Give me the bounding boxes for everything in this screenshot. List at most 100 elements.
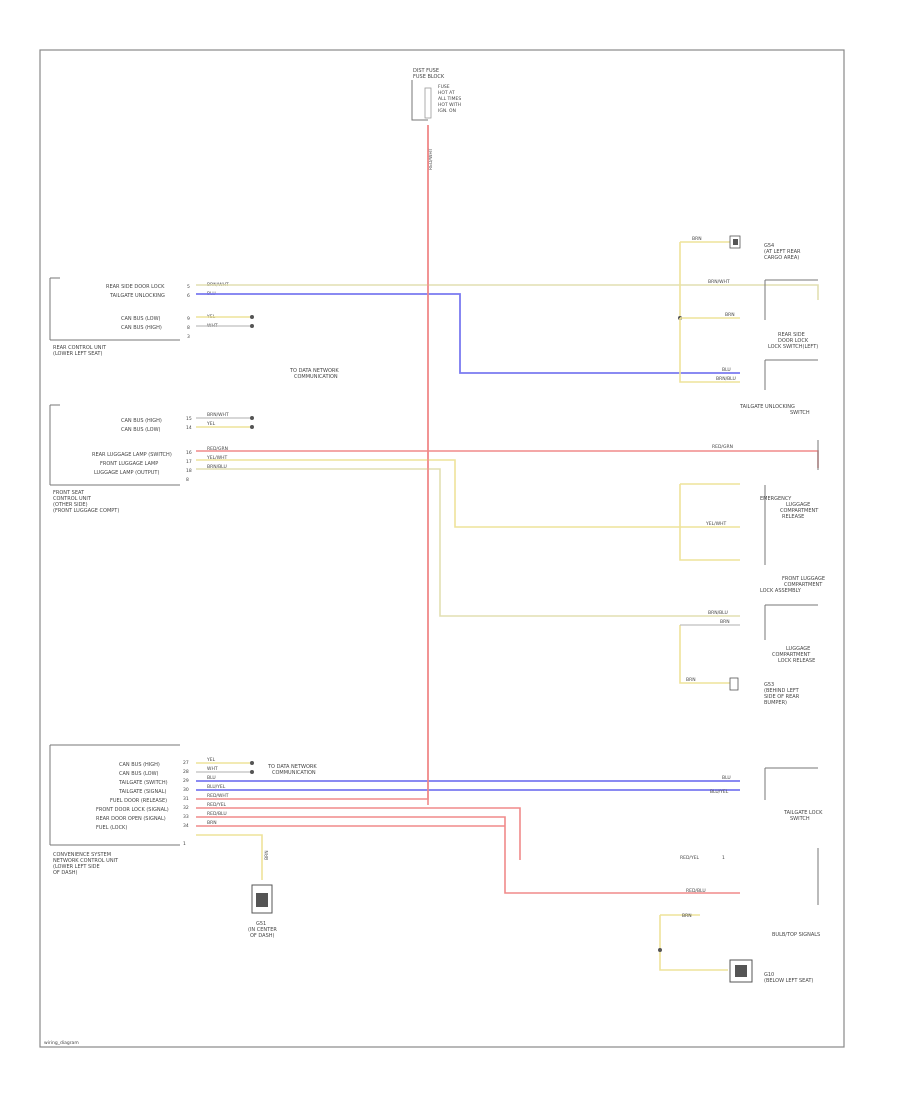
- svg-text:BRN/BLU: BRN/BLU: [708, 610, 728, 616]
- module2-outline: [49, 404, 180, 486]
- svg-text:BLU: BLU: [722, 367, 731, 373]
- svg-text:FRONT DOOR LOCK (SIGNAL): FRONT DOOR LOCK (SIGNAL): [96, 807, 169, 813]
- svg-text:(BELOW LEFT SEAT): (BELOW LEFT SEAT): [764, 978, 813, 984]
- svg-text:BRN/WHT: BRN/WHT: [708, 279, 730, 285]
- svg-text:LUGGAGE: LUGGAGE: [786, 646, 810, 652]
- svg-text:15: 15: [186, 416, 192, 422]
- svg-text:BLU: BLU: [722, 775, 731, 781]
- svg-text:COMPARTMENT: COMPARTMENT: [780, 508, 819, 514]
- svg-text:CAN BUS (LOW): CAN BUS (LOW): [119, 771, 159, 777]
- wire-fuel-door-release: [196, 125, 429, 800]
- svg-text:FUSE: FUSE: [438, 84, 450, 90]
- svg-text:DOOR LOCK: DOOR LOCK: [778, 338, 809, 344]
- tailgate-unlocking-switch: BLU BRN/BLU TAILGATE UNLOCKING SWITCH: [716, 359, 818, 416]
- footer-code: wiring_diagram: [44, 1040, 79, 1046]
- svg-text:(LOWER LEFT SEAT): (LOWER LEFT SEAT): [53, 351, 102, 357]
- luggage-compartment-lock-release: BRN/BLU BRN LUGGAGE COMPARTMENT LOCK REL…: [708, 604, 818, 664]
- svg-text:FUEL DOOR (RELEASE): FUEL DOOR (RELEASE): [110, 798, 167, 804]
- fuse-symbol: [424, 87, 432, 119]
- svg-text:FRONT SEAT: FRONT SEAT: [53, 490, 85, 496]
- svg-text:NETWORK CONTROL UNIT: NETWORK CONTROL UNIT: [53, 858, 119, 864]
- svg-text:LOCK ASSEMBLY: LOCK ASSEMBLY: [760, 588, 802, 594]
- svg-text:33: 33: [183, 814, 189, 820]
- svg-text:LOCK SWITCH(LEFT): LOCK SWITCH(LEFT): [768, 344, 818, 350]
- svg-text:(FRONT LUGGAGE COMPT): (FRONT LUGGAGE COMPT): [53, 508, 119, 514]
- svg-text:LUGGAGE: LUGGAGE: [786, 502, 810, 508]
- svg-text:BRN: BRN: [725, 312, 735, 318]
- svg-text:REAR DOOR OPEN (SIGNAL): REAR DOOR OPEN (SIGNAL): [96, 816, 166, 822]
- wire-g10: [659, 914, 728, 971]
- svg-text:HOT AT: HOT AT: [438, 90, 455, 96]
- tailgate-lock-switch: BLU BLU/YEL TAILGATE LOCK SWITCH: [710, 767, 823, 822]
- note-can3-l1: TO DATA NETWORK: [267, 764, 317, 770]
- diagram-frame: [39, 49, 845, 1048]
- svg-text:CAN BUS (HIGH): CAN BUS (HIGH): [121, 325, 162, 331]
- svg-text:(IN CENTER: (IN CENTER: [248, 927, 277, 933]
- wire-rear-door-lock: [196, 284, 819, 300]
- fuse-wire-label: RED/WHT: [428, 148, 434, 170]
- svg-text:OF DASH): OF DASH): [250, 933, 275, 939]
- module-convenience-network-control-unit: CONVENIENCE SYSTEM NETWORK CONTROL UNIT …: [49, 744, 229, 876]
- wire-luggage-lamp-output: [196, 468, 740, 617]
- svg-text:YEL/WHT: YEL/WHT: [705, 521, 726, 527]
- svg-text:28: 28: [183, 769, 189, 775]
- wire-rear-door-open-signal: [196, 816, 740, 894]
- svg-text:HOT WITH: HOT WITH: [438, 102, 461, 108]
- svg-text:EMERGENCY: EMERGENCY: [760, 496, 792, 502]
- svg-text:OF DASH): OF DASH): [53, 870, 78, 876]
- svg-text:BRN/WHT: BRN/WHT: [207, 412, 229, 418]
- svg-text:LUGGAGE LAMP (OUTPUT): LUGGAGE LAMP (OUTPUT): [94, 470, 159, 476]
- svg-text:6: 6: [187, 293, 190, 299]
- svg-text:18: 18: [186, 468, 192, 474]
- svg-text:(AT LEFT REAR: (AT LEFT REAR: [764, 249, 801, 255]
- svg-text:TAILGATE (SIGNAL): TAILGATE (SIGNAL): [118, 789, 166, 795]
- svg-text:BRN: BRN: [207, 820, 217, 826]
- note-can3-l2: COMMUNICATION: [272, 770, 316, 776]
- module1-outline: [49, 277, 180, 341]
- svg-text:16: 16: [186, 450, 192, 456]
- svg-text:SWITCH: SWITCH: [790, 816, 810, 822]
- svg-text:BLU: BLU: [207, 775, 216, 781]
- svg-text:SIDE OF REAR: SIDE OF REAR: [764, 694, 800, 700]
- svg-text:FRONT LUGGAGE: FRONT LUGGAGE: [782, 576, 825, 582]
- svg-text:CAN BUS (HIGH): CAN BUS (HIGH): [121, 418, 162, 424]
- svg-text:CAN BUS (HIGH): CAN BUS (HIGH): [119, 762, 160, 768]
- wire-front-door-lock-signal: [196, 807, 521, 860]
- svg-text:BLU/YEL: BLU/YEL: [710, 789, 729, 795]
- wire-front-luggage-lamp: [196, 459, 740, 528]
- svg-text:ALL TIMES: ALL TIMES: [438, 96, 461, 102]
- svg-text:RED/GRN: RED/GRN: [712, 444, 733, 450]
- wire-g54: [679, 241, 730, 318]
- svg-text:LOCK RELEASE: LOCK RELEASE: [778, 658, 815, 664]
- ground-g54: G54 (AT LEFT REAR CARGO AREA) BRN: [692, 235, 801, 261]
- svg-text:BRN/BLU: BRN/BLU: [716, 376, 736, 382]
- svg-text:G54: G54: [764, 243, 774, 249]
- svg-text:29: 29: [183, 778, 189, 784]
- svg-text:17: 17: [186, 459, 192, 465]
- svg-text:(OTHER SIDE): (OTHER SIDE): [53, 502, 88, 508]
- svg-text:BRN: BRN: [264, 850, 270, 860]
- svg-text:8: 8: [186, 477, 189, 483]
- svg-text:REAR CONTROL UNIT: REAR CONTROL UNIT: [53, 345, 107, 351]
- svg-text:WHT: WHT: [207, 766, 218, 772]
- svg-text:BLU/YEL: BLU/YEL: [207, 784, 226, 790]
- note-can1-l1: TO DATA NETWORK: [289, 368, 339, 374]
- rear-side-door-lock-switch: BRN/WHT BRN REAR SIDE DOOR LOCK LOCK SWI…: [708, 279, 818, 350]
- svg-text:TAILGATE UNLOCKING: TAILGATE UNLOCKING: [739, 404, 795, 410]
- svg-text:RED/YEL: RED/YEL: [207, 802, 227, 808]
- svg-text:COMPARTMENT: COMPARTMENT: [772, 652, 811, 658]
- svg-text:(LOWER LEFT SIDE: (LOWER LEFT SIDE: [53, 864, 100, 870]
- svg-text:COMPARTMENT: COMPARTMENT: [784, 582, 823, 588]
- wire-r4-ground: [679, 625, 730, 684]
- emergency-luggage-release: RED/GRN YEL/WHT EMERGENCY LUGGAGE COMPAR…: [705, 440, 825, 594]
- ground-g51: G51 (IN CENTER OF DASH) BRN: [248, 850, 277, 939]
- svg-text:30: 30: [183, 787, 189, 793]
- svg-text:BRN: BRN: [692, 236, 702, 242]
- svg-text:RED/BLU: RED/BLU: [207, 811, 227, 817]
- r6-wire: RED/YEL: [680, 855, 700, 861]
- svg-text:5: 5: [187, 284, 190, 290]
- r6-num: 1: [722, 855, 725, 861]
- wire-tailgate-unlock: [196, 293, 740, 374]
- svg-text:RED/WHT: RED/WHT: [207, 793, 229, 799]
